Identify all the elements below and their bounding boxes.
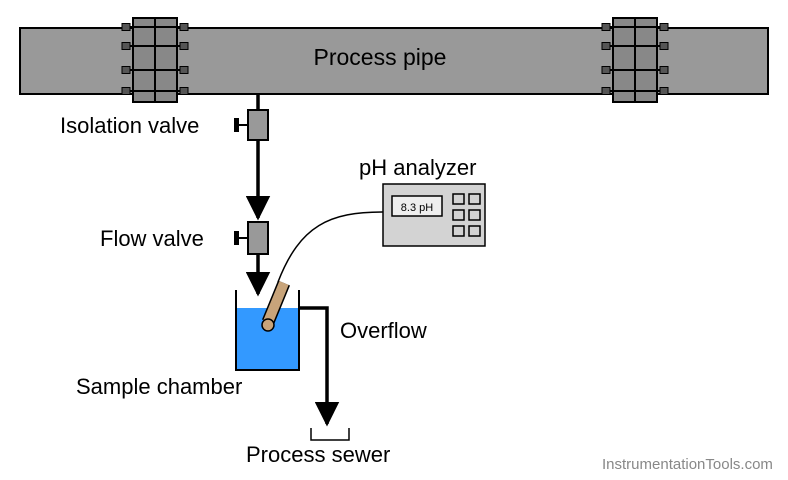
isolation-valve-label: Isolation valve [60,113,199,138]
isolation-valve [234,109,269,141]
process-sewer [310,428,350,441]
overflow-label: Overflow [340,318,427,343]
flow-valve-label: Flow valve [100,226,204,251]
overflow-line [299,306,340,427]
analyzer-display-reading: 8.3 pH [401,202,433,214]
probe-cable [277,211,384,283]
sample-chamber [235,290,300,371]
ph-analyzer: 8.3 pH [382,183,486,247]
watermark: InstrumentationTools.com [602,456,773,473]
process-pipe-label: Process pipe [314,44,447,70]
analyzer-keypad [452,193,481,237]
analyzer-display [391,195,443,217]
sample-chamber-label: Sample chamber [76,374,242,399]
process-sewer-label: Process sewer [246,442,390,467]
flow-valve [234,221,269,255]
ph-analyzer-label: pH analyzer [359,155,476,180]
pipe-flange-right [601,17,669,103]
pipe-flange-left [121,17,189,103]
ph-probe [261,280,291,332]
